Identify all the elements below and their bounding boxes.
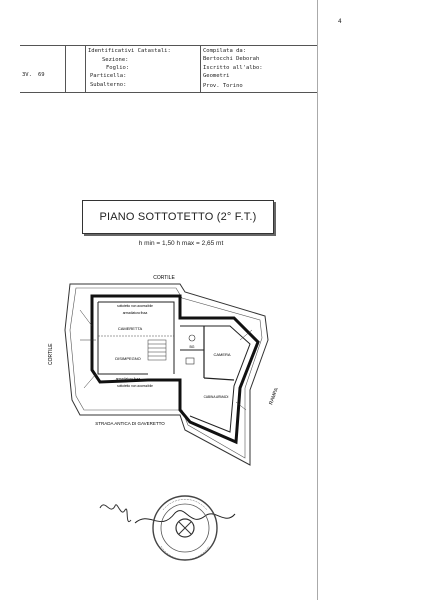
floor-plan: CORTILE CORTILE RAMPA STRADA ANTICA DI G… — [48, 275, 280, 466]
stair — [147, 339, 167, 361]
outer-walls — [90, 294, 260, 445]
initials-signature — [99, 504, 132, 523]
foglio-label: Foglio: — [106, 65, 130, 71]
signatures — [99, 495, 236, 561]
prov-label: Prov. Torino — [203, 83, 243, 89]
roof-outline-inner — [69, 287, 263, 459]
iscritto-label: Iscritto all'albo: — [203, 65, 263, 71]
particella-label: Particella: — [90, 73, 127, 79]
compilata-label: Compilata da: — [203, 48, 247, 54]
subalterno-label: Subalterno: — [90, 82, 127, 88]
title-frame: PIANO SOTTOTETTO (2° F.T.) — [82, 200, 274, 234]
label-disimpegno: DISIMPEGNO — [115, 356, 141, 361]
bath-fixture-2 — [185, 357, 195, 365]
handwritten-signature — [134, 510, 236, 524]
rampa-label: RAMPA — [268, 387, 280, 406]
label-armadiatura-2: armadiatura fissa — [116, 377, 141, 381]
cortile-left-label: CORTILE — [48, 343, 54, 365]
heights-note: h min = 1,50 h max = 2,65 mt — [138, 240, 224, 247]
roof-outline — [64, 283, 269, 466]
strada-label: STRADA ANTICA DI GAVERETTO — [95, 421, 165, 426]
label-armadiatura-1: armadiatura fissa — [123, 311, 148, 315]
partition-3 — [203, 377, 235, 381]
page-mark: 4 — [338, 18, 342, 25]
sezione-label: Sezione: — [102, 57, 129, 63]
roof-ridges — [79, 309, 253, 411]
page-title: PIANO SOTTOTETTO (2° F.T.) — [99, 211, 257, 223]
label-camera: CAMERA — [213, 352, 230, 357]
margin-line — [317, 0, 318, 600]
cadastral-header: 3V. 69 Identificativi Catastali: Sezione… — [20, 45, 317, 93]
identifiers-title: Identificativi Catastali: — [88, 48, 171, 54]
cortile-top-label: CORTILE — [153, 275, 175, 281]
bath-fixture — [188, 334, 196, 342]
left-number: 69 — [38, 72, 45, 78]
label-cameretta: CAMERETTA — [118, 326, 143, 331]
compilata-name: Bertocchi Deborah — [203, 56, 260, 62]
label-bagno: BG — [189, 345, 194, 349]
label-sottotetto-top: sottotetto non accessibile — [117, 304, 153, 308]
professional-stamp — [152, 495, 218, 561]
inner-walls-left — [97, 301, 175, 375]
inner-walls-right — [180, 325, 251, 433]
albo-value: Geometri — [203, 73, 230, 79]
label-sottotetto-bottom: sottotetto non accessibile — [117, 384, 153, 388]
label-cabina: CABINA ARMADI — [204, 395, 229, 399]
left-code: 3V. — [22, 72, 32, 78]
